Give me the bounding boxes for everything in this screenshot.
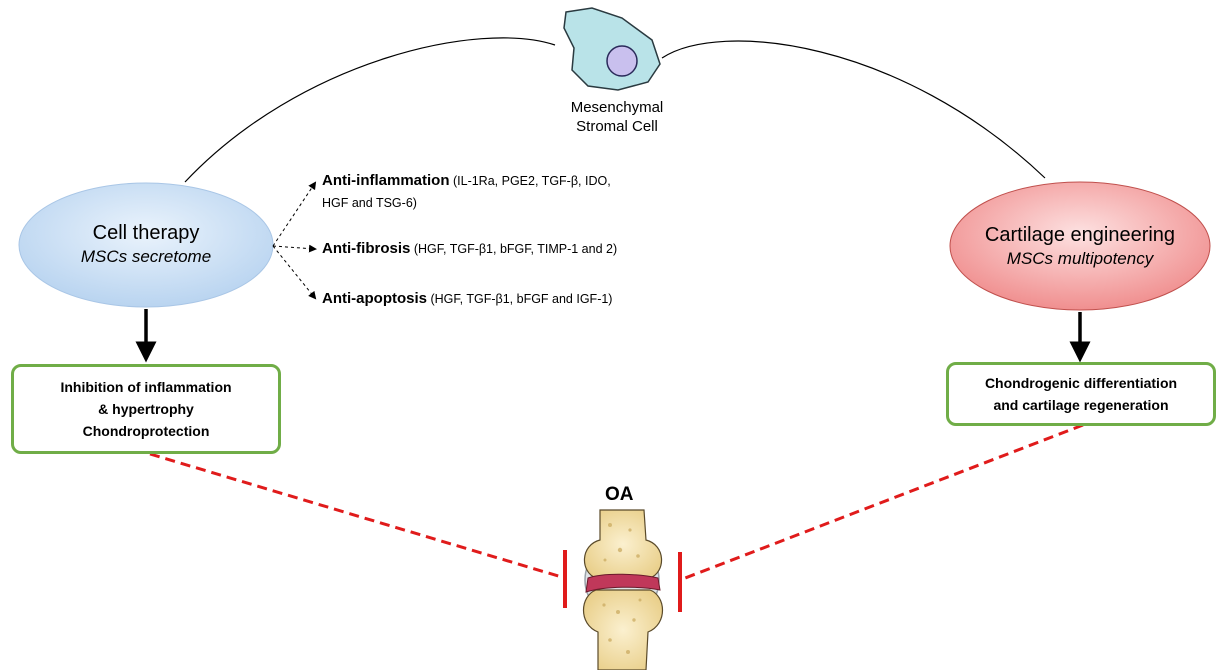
effect-name: Anti-fibrosis (322, 240, 410, 257)
left-arc (185, 38, 555, 182)
effect-arrows (273, 183, 315, 298)
cartilage-engineering-label: Cartilage engineering MSCs multipotency (950, 222, 1210, 270)
cartilage-engineering-title: Cartilage engineering (950, 222, 1210, 248)
effect-anti-fibrosis: Anti-fibrosis (HGF, TGF-β1, bFGF, TIMP-1… (322, 238, 617, 260)
cell-therapy-label: Cell therapy MSCs secretome (20, 220, 272, 268)
left-outcome-box: Inhibition of inflammation & hypertrophy… (11, 364, 281, 454)
cell-label-line2: Stromal Cell (537, 117, 697, 136)
cell-label: Mesenchymal Stromal Cell (537, 98, 697, 136)
right-arc (662, 41, 1045, 178)
effect-anti-inflammation: Anti-inflammation (IL-1Ra, PGE2, TGF-β, … (322, 170, 611, 214)
cell-label-line1: Mesenchymal (537, 98, 697, 117)
outcome-line: Chondrogenic differentiation (949, 372, 1213, 394)
outcome-line: & hypertrophy (14, 398, 278, 420)
effect-details: (HGF, TGF-β1, bFGF, TIMP-1 and 2) (414, 242, 617, 256)
outcome-line: Inhibition of inflammation (14, 376, 278, 398)
oa-label: OA (605, 484, 634, 506)
effect-name: Anti-apoptosis (322, 290, 427, 307)
effect-details: (IL-1Ra, PGE2, TGF-β, IDO, (453, 174, 611, 188)
oa-joint-icon (584, 510, 663, 670)
cell-therapy-subtitle: MSCs secretome (20, 246, 272, 268)
right-inhibition-line (680, 425, 1083, 580)
effect-name: Anti-inflammation (322, 172, 450, 189)
outcome-line: Chondroprotection (14, 420, 278, 442)
cell-therapy-title: Cell therapy (20, 220, 272, 246)
effect-details: (HGF, TGF-β1, bFGF and IGF-1) (430, 292, 612, 306)
mesenchymal-cell-icon (564, 8, 660, 90)
left-inhibition-line (150, 454, 565, 578)
right-outcome-box: Chondrogenic differentiation and cartila… (946, 362, 1216, 426)
cartilage-engineering-subtitle: MSCs multipotency (950, 248, 1210, 270)
effect-details-continued: HGF and TSG-6) (322, 196, 417, 210)
outcome-line: and cartilage regeneration (949, 394, 1213, 416)
effect-anti-apoptosis: Anti-apoptosis (HGF, TGF-β1, bFGF and IG… (322, 288, 612, 310)
